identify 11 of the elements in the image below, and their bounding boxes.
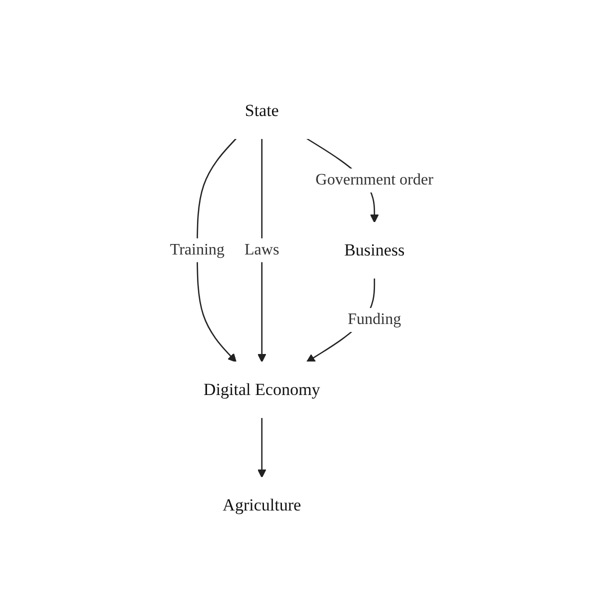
- node-text: Digital Economy: [204, 380, 320, 398]
- edge-label: Government order: [316, 171, 434, 188]
- edge-label: Funding: [348, 310, 402, 328]
- arrow: [258, 417, 266, 478]
- arrow: [258, 138, 266, 362]
- node-text: State: [245, 100, 280, 120]
- node-text: Business: [344, 240, 405, 259]
- node-text: Agriculture: [222, 495, 302, 514]
- edge-label: Training: [170, 240, 225, 258]
- arrow: [196, 138, 237, 362]
- edge-label: Laws: [244, 240, 280, 258]
